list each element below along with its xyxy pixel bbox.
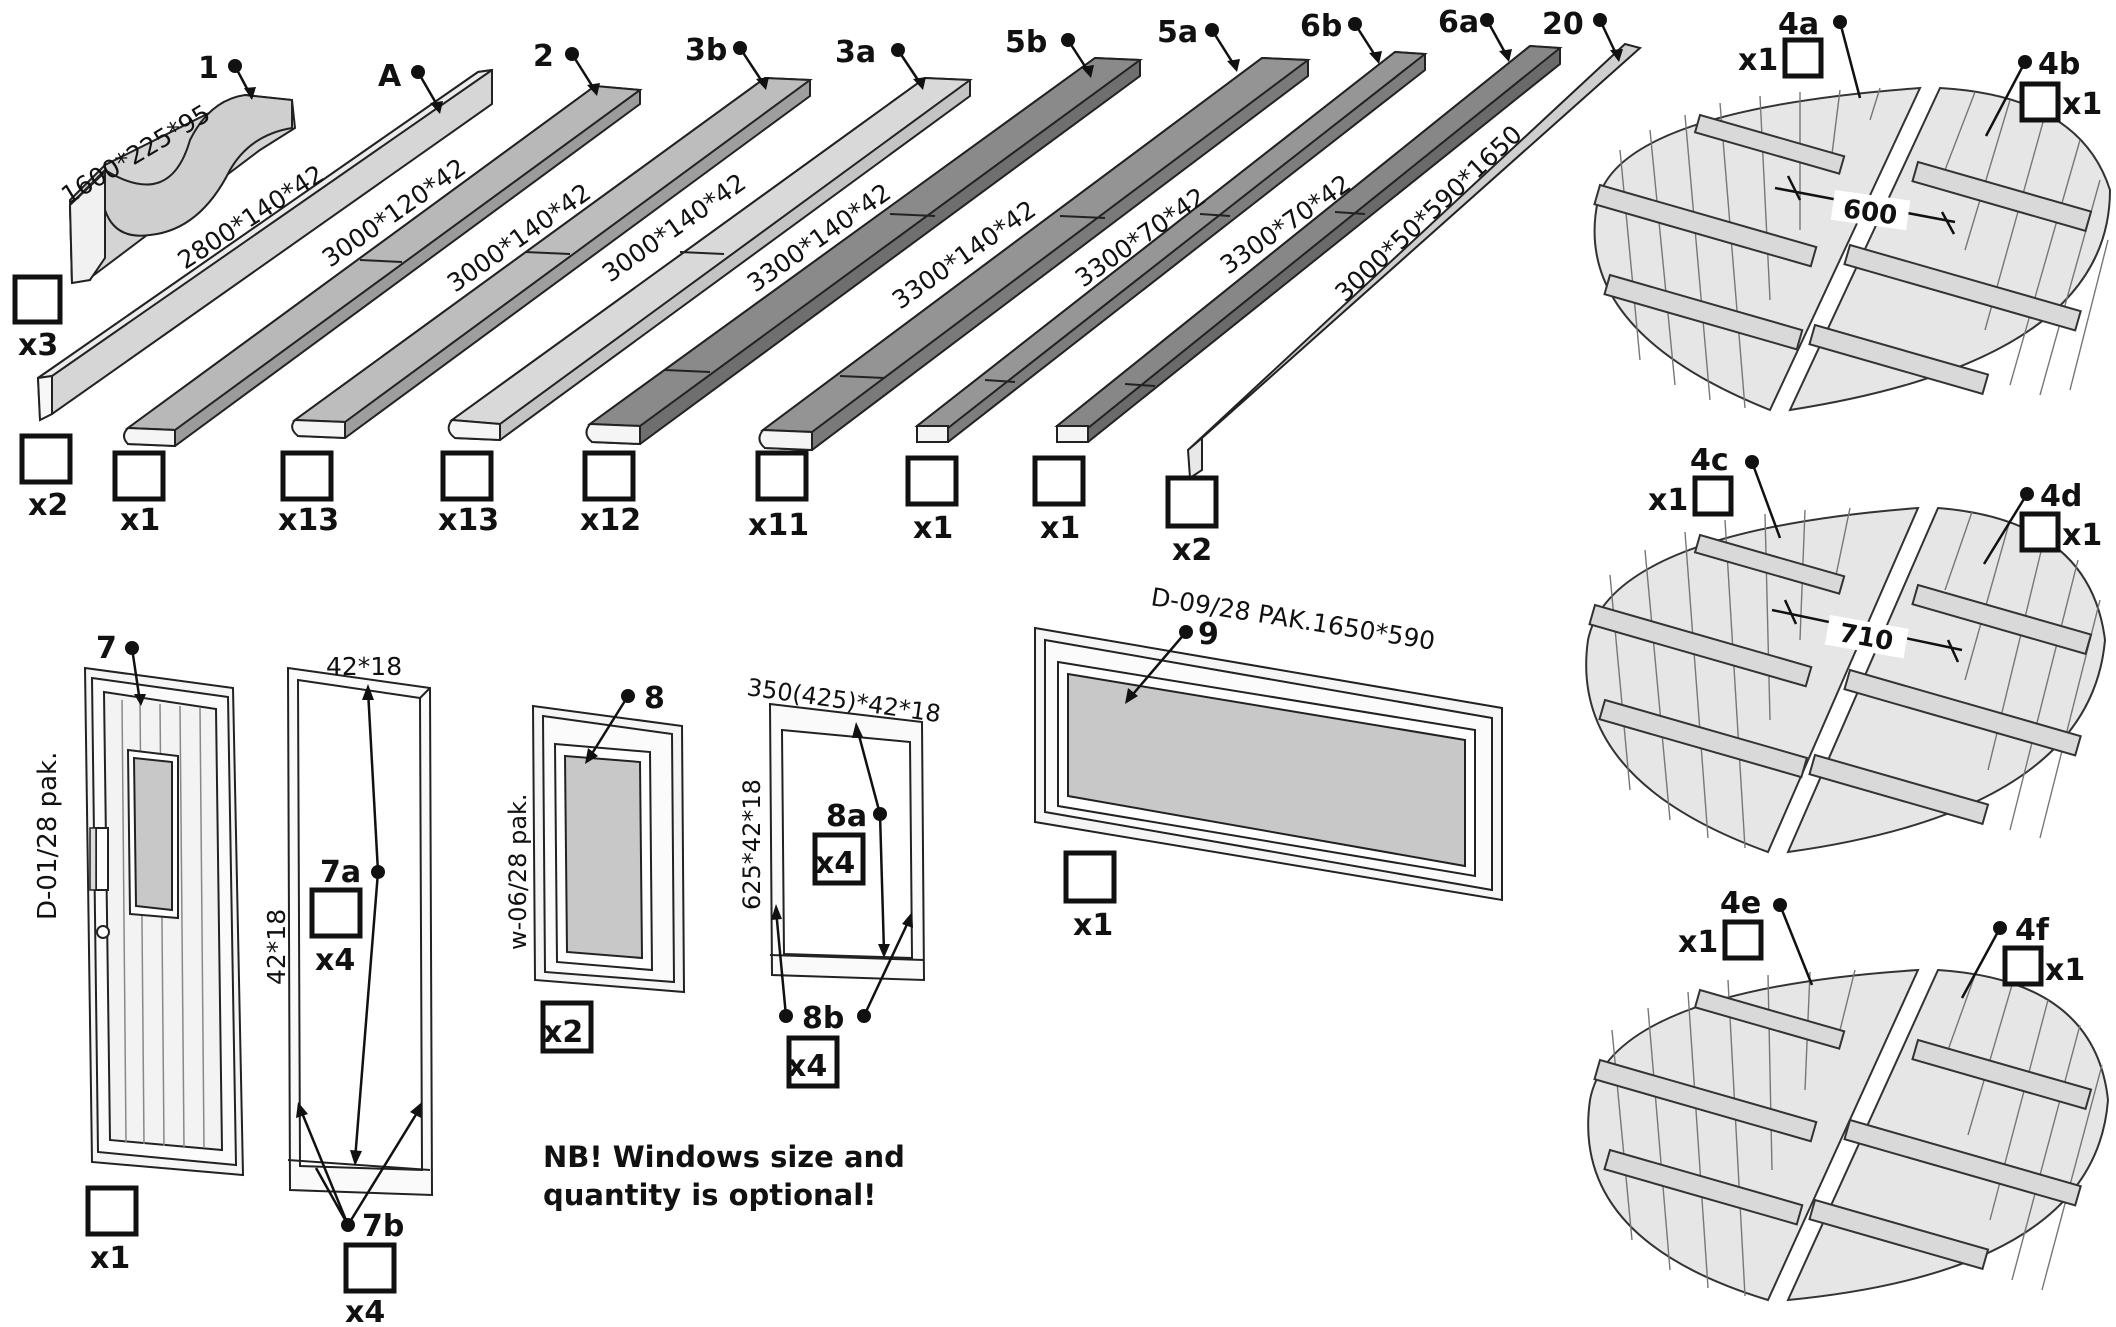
part-6b-qty: x1: [913, 511, 953, 546]
roof-top-left-qty-box: [1782, 37, 1824, 79]
part-6a: 3300*70*42 6a x1: [1032, 5, 1563, 546]
part-2-qty: x1: [120, 503, 160, 538]
window-8-qty-box: [540, 1000, 594, 1054]
note-line-2: quantity is optional!: [543, 1178, 876, 1212]
roof-top-right-label: 4b: [2038, 47, 2080, 82]
door-7-qty-box: [85, 1185, 139, 1237]
part-20-label: 20: [1542, 7, 1584, 42]
door-trim-label-a: 7a: [320, 855, 361, 890]
part-5a-qty-box: [755, 450, 809, 502]
part-A-label: A: [378, 59, 402, 94]
roof-bottom-right-label: 4f: [2015, 913, 2050, 948]
window-9-qty-box: [1063, 850, 1117, 904]
part-2: 3000*120*42 2 x1: [112, 39, 643, 538]
part-1-qty-box: [12, 274, 63, 325]
window-9-model: D-09/28 PAK.1650*590: [1149, 582, 1437, 656]
part-6b-label: 6b: [1300, 9, 1342, 44]
roof-top-left-label: 4a: [1778, 7, 1819, 42]
part-5b-qty-box: [582, 450, 636, 502]
window-trim-qty-b-box: [786, 1035, 840, 1089]
part-3b-label: 3b: [685, 33, 727, 68]
roof-bottom-right-qty-box: [2002, 945, 2044, 987]
part-1-label: 1: [198, 51, 219, 86]
part-1-qty: x3: [18, 328, 58, 363]
roof-bottom-left-qty-box: [1722, 919, 1764, 961]
window-9-qty: x1: [1073, 908, 1113, 943]
window-9-label: 9: [1198, 617, 1219, 652]
roof-panel-middle: 710 4c x1 4d x1: [1585, 443, 2107, 854]
part-6b-qty-box: [905, 455, 959, 507]
part-3a-label: 3a: [835, 35, 876, 70]
roof-bottom-left-label: 4e: [1720, 886, 1761, 921]
roof-top-right-qty-box: [2019, 81, 2061, 123]
part-A-qty: x2: [28, 488, 68, 523]
roof-top-dim: 600: [1841, 194, 1899, 231]
note-line-1: NB! Windows size and: [543, 1140, 905, 1174]
door-trim-7: 42*18 42*18 7a x4 7b x4: [262, 652, 434, 1327]
part-5b-qty: x12: [580, 503, 641, 538]
part-3b-qty-box: [280, 450, 334, 502]
part-A-qty-box: [19, 433, 73, 485]
roof-middle-left-label: 4c: [1690, 443, 1729, 478]
part-3b-qty: x13: [278, 503, 339, 538]
window-9: D-09/28 PAK.1650*590 9 x1: [1034, 582, 1503, 943]
part-2-label: 2: [533, 39, 554, 74]
part-6a-qty-box: [1032, 455, 1086, 507]
door-trim-qty-b-box: [343, 1242, 397, 1294]
roof-middle-left-qty: x1: [1648, 483, 1688, 518]
window-8-model: w-06/28 pak.: [504, 793, 532, 950]
roof-top-left-qty: x1: [1738, 43, 1778, 78]
window-8-label: 8: [644, 681, 665, 716]
roof-middle-right-label: 4d: [2040, 479, 2082, 514]
roof-bottom-right-qty: x1: [2045, 953, 2085, 988]
roof-bottom-left-qty: x1: [1678, 925, 1718, 960]
part-3a-qty-box: [440, 450, 494, 502]
roof-middle-left-qty-box: [1692, 475, 1734, 517]
window-trim-qty-a-box: [812, 832, 866, 886]
door-7-qty: x1: [90, 1241, 130, 1276]
door-7-label: 7: [96, 631, 117, 666]
door-trim-label-b: 7b: [362, 1209, 404, 1244]
window-8-qty: x2: [543, 1015, 583, 1050]
roof-top-right-qty: x1: [2062, 87, 2102, 122]
part-1: 1600*225*95 1 x3: [12, 51, 297, 363]
door-trim-side-dim: 42*18: [262, 909, 291, 985]
window-trim-label-b: 8b: [802, 1001, 844, 1036]
optional-windows-note: NB! Windows size and quantity is optiona…: [543, 1140, 905, 1212]
window-trim-qty-a: x4: [815, 846, 855, 881]
door-trim-qty-b: x4: [345, 1295, 385, 1327]
roof-panel-bottom: 4e x1 4f x1: [1587, 886, 2110, 1302]
roof-panel-top: 600 4a x1 4b x1: [1593, 7, 2112, 412]
door-trim-qty-a-box: [309, 887, 363, 939]
part-5a-label: 5a: [1157, 15, 1198, 50]
part-6a-label: 6a: [1438, 5, 1479, 40]
window-trim-8: 350(425)*42*18 625*42*18 8a x4 8b x4: [738, 673, 943, 1089]
part-5a-qty: x11: [748, 508, 809, 543]
part-6a-qty: x1: [1040, 511, 1080, 546]
window-8: w-06/28 pak. 8 x2: [504, 681, 686, 1054]
door-7-model: D-01/28 pak.: [33, 752, 63, 920]
part-20-qty: x2: [1172, 533, 1212, 568]
window-trim-label-a: 8a: [826, 799, 867, 834]
roof-middle-right-qty: x1: [2062, 518, 2102, 553]
window-trim-side-dim: 625*42*18: [738, 779, 766, 910]
part-20-qty-box: [1165, 475, 1219, 529]
part-5b-label: 5b: [1005, 25, 1047, 60]
door-trim-qty-a: x4: [315, 943, 355, 978]
door-7: D-01/28 pak. 7 x1: [33, 631, 245, 1276]
window-trim-qty-b: x4: [787, 1049, 827, 1084]
part-5a: 3300*140*42 5a x11: [748, 15, 1311, 543]
part-2-qty-box: [112, 450, 166, 502]
part-3b: 3000*140*42 3b x13: [278, 33, 813, 538]
roof-middle-right-qty-box: [2019, 511, 2061, 553]
door-trim-top-dim: 42*18: [326, 652, 402, 681]
part-3a-qty: x13: [438, 503, 499, 538]
